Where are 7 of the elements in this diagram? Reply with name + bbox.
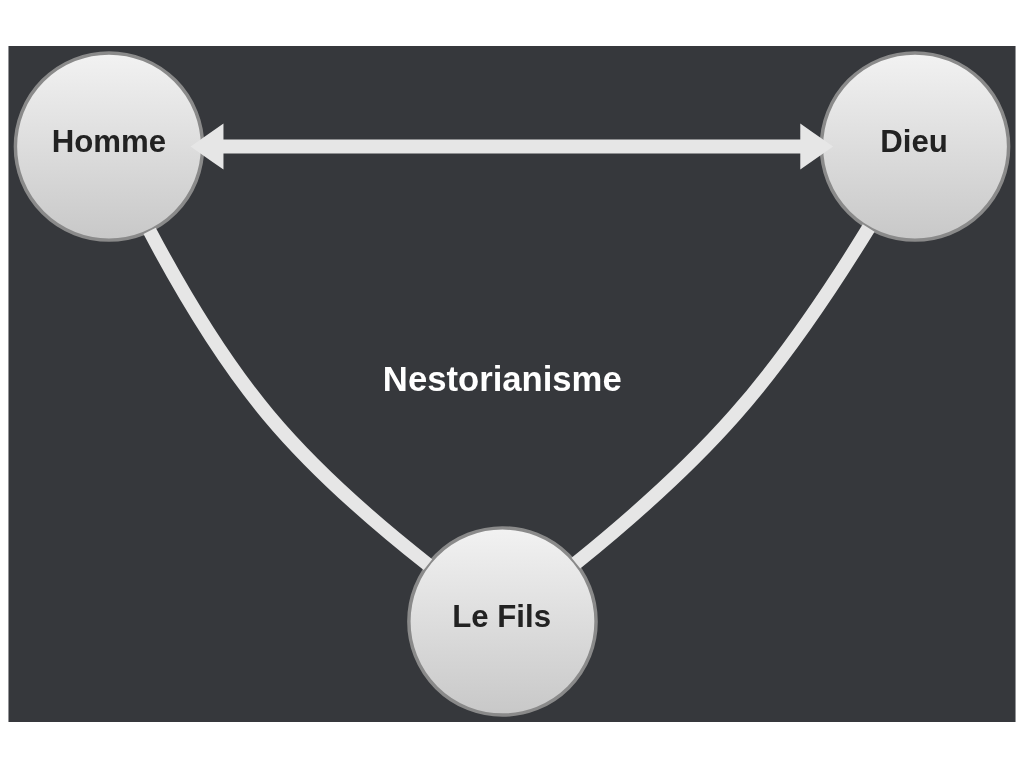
arrow xyxy=(190,123,834,170)
label: Nestorianisme xyxy=(382,359,622,398)
node-circle: Le Fils xyxy=(407,526,598,717)
connector xyxy=(571,224,875,569)
connector xyxy=(143,227,433,571)
node-circle: Homme xyxy=(13,51,205,242)
node-circle: Dieu xyxy=(819,51,1011,242)
